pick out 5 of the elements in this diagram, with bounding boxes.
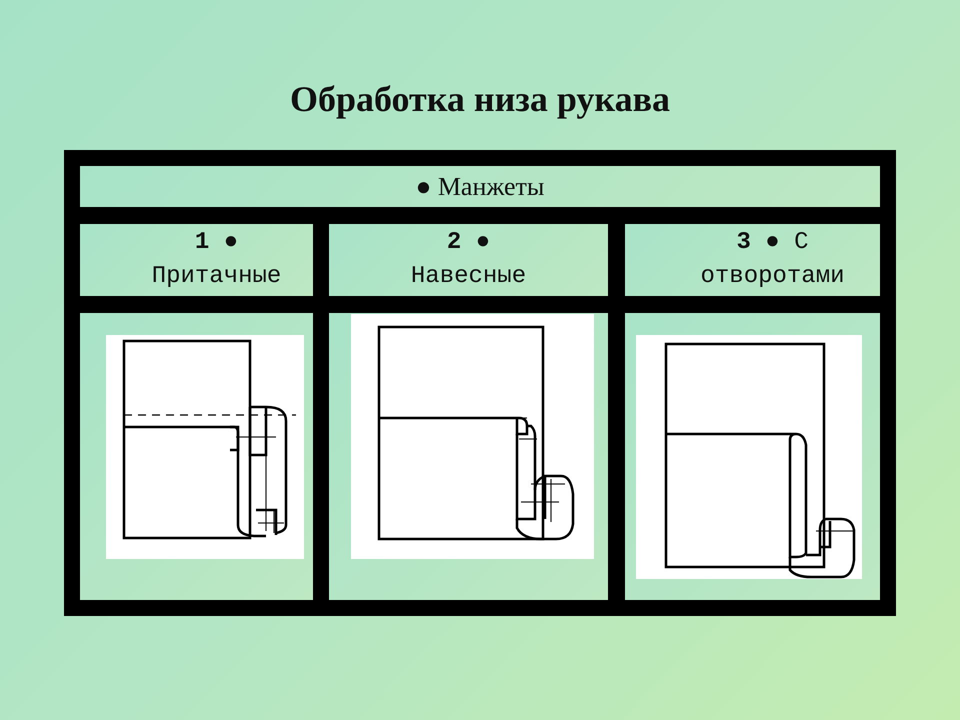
column-header: 1 ● Притачные <box>80 224 313 296</box>
title: Обработка низа рукава <box>288 78 672 120</box>
column-header: 2 ● Навесные <box>329 224 608 296</box>
column-header: 3 ● С отворотами <box>625 224 880 296</box>
table-header: ● Манжеты <box>80 166 880 207</box>
